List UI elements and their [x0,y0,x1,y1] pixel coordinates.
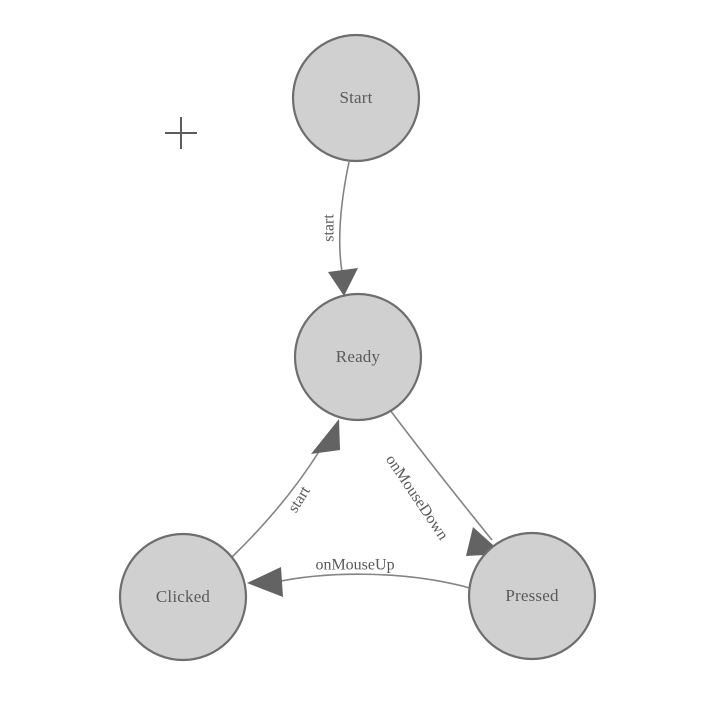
node-pressed-circle[interactable] [467,531,597,661]
node-clicked-label: Clicked [156,587,211,606]
edge-clicked-to-ready[interactable]: start [231,419,340,558]
edge-ready-to-pressed[interactable]: onMouseDown [382,409,503,556]
crosshair-icon [165,117,197,149]
node-pressed-label: Pressed [505,586,559,605]
edge-clicked-to-ready-path [231,449,321,558]
edge-clicked-to-ready-arrowhead [311,419,340,454]
edge-ready-to-pressed-path [389,409,493,541]
edge-pressed-to-clicked-path [271,573,471,589]
edge-start-to-ready-arrowhead [328,268,358,296]
edge-label-clicked-to-ready: start [285,483,314,516]
node-ready[interactable]: Ready [293,292,423,422]
node-clicked-circle[interactable] [118,532,248,662]
node-clicked[interactable]: Clicked [118,532,248,662]
edge-start-to-ready-path [339,161,350,273]
edge-pressed-to-clicked-arrowhead [247,567,283,597]
node-start[interactable]: Start [291,33,421,163]
node-start-label: Start [339,88,372,107]
edge-label-ready-to-pressed: onMouseDown [382,452,451,543]
edge-start-to-ready[interactable]: start [321,161,358,296]
node-pressed[interactable]: Pressed [467,531,597,661]
node-ready-circle[interactable] [293,292,423,422]
edge-label-start-to-ready: start [321,214,338,242]
node-start-circle[interactable] [291,33,421,163]
node-ready-label: Ready [336,347,381,366]
edge-pressed-to-clicked[interactable]: onMouseUp [247,557,471,597]
edge-label-pressed-to-clicked: onMouseUp [315,557,394,574]
